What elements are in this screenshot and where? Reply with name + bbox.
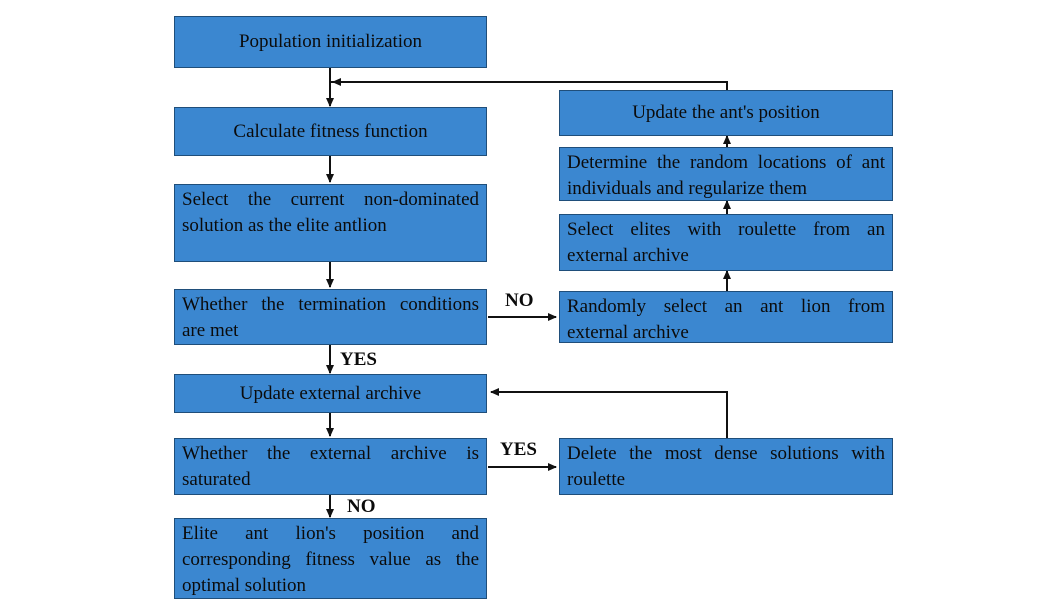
node-label: Select the current non-dominated solutio… bbox=[182, 189, 479, 236]
node-roulette-select: Select elites with roulette from an exte… bbox=[559, 214, 893, 271]
label-saturated-no: NO bbox=[347, 496, 376, 517]
node-optimal-solution: Elite ant lion's position and correspond… bbox=[174, 518, 487, 599]
loop-update-ant-to-fitness bbox=[330, 81, 728, 90]
node-label: Whether the termination conditions are m… bbox=[182, 294, 479, 341]
node-label: Update the ant's position bbox=[632, 102, 820, 123]
label-saturated-yes: YES bbox=[500, 439, 537, 460]
label-termination-yes: YES bbox=[340, 349, 377, 370]
node-label: Update external archive bbox=[239, 382, 422, 404]
node-archive-saturated-check: Whether the external archive is saturate… bbox=[174, 438, 487, 495]
node-termination-check: Whether the termination conditions are m… bbox=[174, 289, 487, 345]
node-label: Population initialization bbox=[238, 31, 423, 52]
node-random-locations: Determine the random locations of ant in… bbox=[559, 147, 893, 201]
node-label: Whether the external archive is saturate… bbox=[182, 443, 479, 490]
node-population-initialization: Population initialization bbox=[174, 16, 487, 68]
node-calculate-fitness: Calculate fitness function bbox=[174, 107, 487, 156]
node-label: Randomly select an ant lion from externa… bbox=[567, 296, 885, 343]
node-label: Select elites with roulette from an exte… bbox=[567, 219, 885, 266]
node-label: Elite ant lion's position and correspond… bbox=[182, 523, 479, 596]
node-select-elite: Select the current non-dominated solutio… bbox=[174, 184, 487, 262]
label-termination-no: NO bbox=[505, 290, 534, 311]
node-update-ant-position: Update the ant's position bbox=[559, 90, 893, 136]
node-random-antlion: Randomly select an ant lion from externa… bbox=[559, 291, 893, 343]
node-update-external-archive: Update external archive bbox=[174, 374, 487, 413]
node-delete-dense: Delete the most dense solutions with rou… bbox=[559, 438, 893, 495]
loop-delete-to-update-archive bbox=[500, 391, 728, 438]
node-label: Determine the random locations of ant in… bbox=[567, 152, 885, 199]
node-label: Calculate fitness function bbox=[233, 120, 428, 142]
node-label: Delete the most dense solutions with rou… bbox=[567, 443, 885, 490]
